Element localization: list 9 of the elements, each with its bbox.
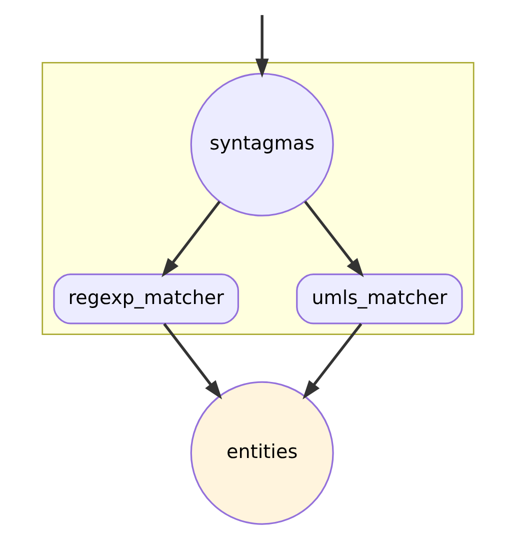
arrow <box>304 200 364 278</box>
arrow <box>162 323 222 400</box>
arrow <box>161 200 220 278</box>
node-circle: syntagmas <box>190 72 334 216</box>
node-box: umls_matcher <box>296 273 462 324</box>
node-box: regexp_matcher <box>52 273 239 324</box>
cluster <box>41 62 474 335</box>
arrow <box>302 323 362 400</box>
arrow <box>254 15 268 78</box>
